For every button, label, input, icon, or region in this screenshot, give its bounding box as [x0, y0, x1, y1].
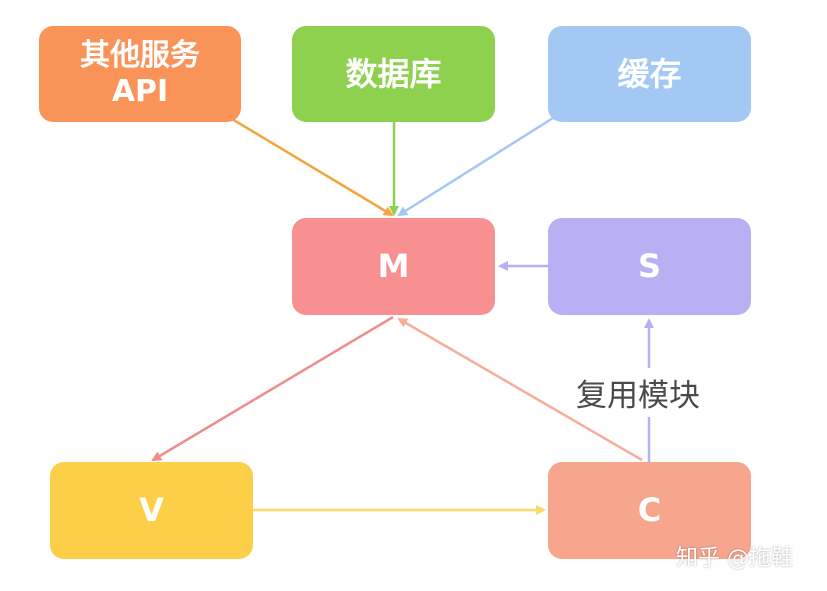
edge-api-to-m [231, 117, 394, 217]
node-database: 数据库 [292, 26, 495, 122]
edge-m-to-v [151, 315, 394, 462]
edge-c-to-m [397, 317, 643, 462]
node-controller: C [548, 462, 751, 559]
node-service: S [548, 218, 751, 315]
node-cache: 缓存 [548, 26, 751, 122]
node-other-services-api: 其他服务 API [39, 26, 241, 122]
node-view: V [50, 462, 253, 559]
edge-cache-to-m [397, 116, 554, 217]
edge-label-reuse-module: 复用模块 [576, 368, 700, 417]
node-model: M [292, 218, 495, 315]
watermark-text: 知乎 @拖鞋 [676, 546, 793, 571]
